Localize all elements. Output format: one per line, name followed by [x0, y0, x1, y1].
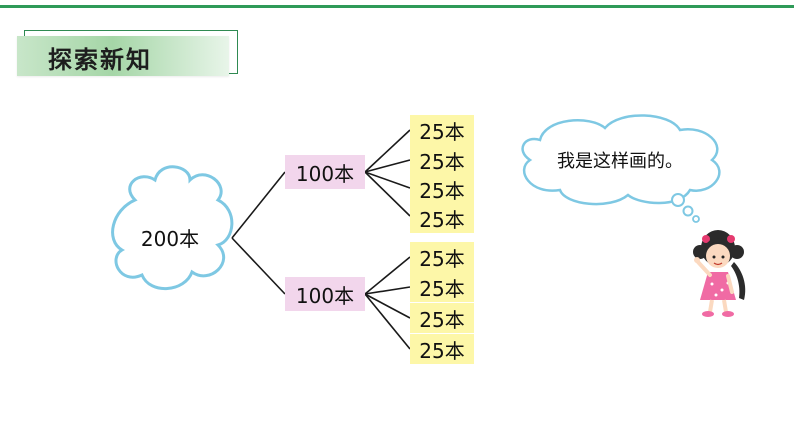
- section-title: 探索新知: [48, 45, 152, 74]
- speech-bubble-text: 我是这样画的。: [557, 151, 683, 172]
- leaf-node: 25本: [410, 334, 474, 364]
- bubble-dot-small: [692, 215, 700, 223]
- speech-bubble-shape: [521, 114, 721, 206]
- mid-node-1: 100本: [285, 155, 365, 189]
- title-banner: [17, 36, 229, 76]
- leaf-node: 25本: [410, 145, 474, 175]
- leaf-node: 25本: [410, 242, 474, 272]
- root-node-label: 200本: [140, 226, 200, 251]
- root-branch-line-2: [231, 237, 286, 295]
- bubble-dot-medium: [682, 205, 694, 217]
- girl-illustration: [693, 230, 746, 317]
- leaf-node: 25本: [410, 272, 474, 302]
- top-accent-line: [0, 5, 794, 8]
- mid-node-2: 100本: [285, 277, 365, 311]
- branch-1-lines: [364, 129, 411, 217]
- leaf-node: 25本: [410, 115, 474, 145]
- leaf-node: 25本: [410, 303, 474, 333]
- root-branch-line-1: [231, 171, 286, 239]
- leaf-node: 25本: [410, 174, 474, 204]
- bubble-dot-large: [671, 193, 685, 207]
- leaf-node: 25本: [410, 203, 474, 233]
- root-cloud-shape: [111, 165, 234, 291]
- branch-2-lines: [364, 256, 411, 350]
